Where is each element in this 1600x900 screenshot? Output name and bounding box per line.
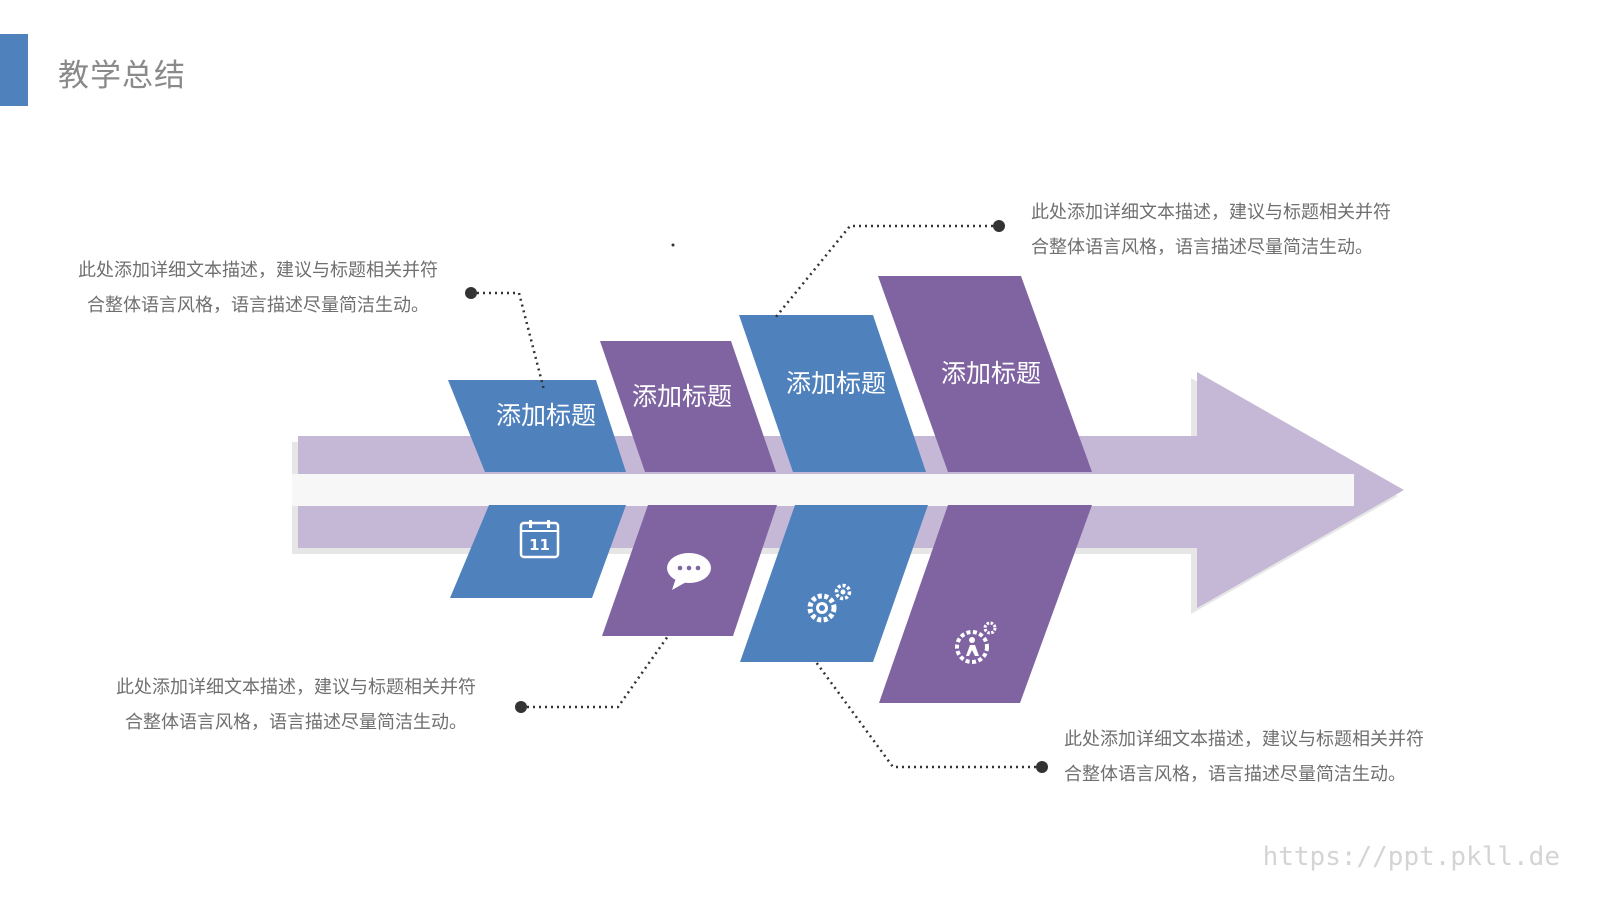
step-2-top-block (600, 341, 776, 472)
connector-top-left (471, 291, 546, 391)
description-line: 合整体语言风格，语言描述尽量简洁生动。 (125, 712, 467, 733)
connector-endpoints (465, 220, 1048, 773)
connectors (471, 224, 1042, 769)
description-top-left: 此处添加详细文本描述，建议与标题相关并符 合整体语言风格，语言描述尽量简洁生动。 (78, 253, 438, 323)
step-3-label: 添加标题 (786, 369, 886, 398)
description-top-right: 此处添加详细文本描述，建议与标题相关并符 合整体语言风格，语言描述尽量简洁生动。 (1031, 195, 1391, 265)
description-line: 此处添加详细文本描述，建议与标题相关并符 (1064, 729, 1424, 750)
connector-top-right (774, 224, 999, 319)
gears-icon (807, 583, 852, 623)
description-line: 此处添加详细文本描述，建议与标题相关并符 (1031, 202, 1391, 223)
step-3-top-block (739, 315, 926, 472)
description-line: 合整体语言风格，语言描述尽量简洁生动。 (87, 295, 429, 316)
main-arrow (292, 372, 1404, 614)
description-line: 合整体语言风格，语言描述尽量简洁生动。 (1031, 237, 1373, 258)
step-2: 添加标题 (600, 341, 777, 636)
step-3-bottom-block (740, 505, 928, 662)
step-2-label: 添加标题 (632, 382, 732, 411)
title-accent-bar (0, 34, 28, 106)
chat-bubble-icon (667, 553, 711, 590)
step-4-label: 添加标题 (941, 359, 1041, 388)
description-line: 此处添加详细文本描述，建议与标题相关并符 (116, 677, 476, 698)
step-1: 添加标题 11 (448, 380, 626, 598)
person-gear-icon (955, 621, 997, 664)
description-line: 此处添加详细文本描述，建议与标题相关并符 (78, 260, 438, 281)
step-4-bottom-block (879, 505, 1092, 703)
description-bottom-right: 此处添加详细文本描述，建议与标题相关并符 合整体语言风格，语言描述尽量简洁生动。 (1064, 722, 1424, 792)
calendar-icon: 11 (519, 520, 560, 559)
step-4-top-block (878, 276, 1092, 472)
watermark: https://ppt.pkll.de (1262, 842, 1560, 872)
description-bottom-left: 此处添加详细文本描述，建议与标题相关并符 合整体语言风格，语言描述尽量简洁生动。 (116, 670, 476, 740)
connector-bottom-left (521, 635, 670, 709)
step-3: 添加标题 (739, 315, 928, 662)
calendar-day: 11 (529, 536, 550, 554)
description-line: 合整体语言风格，语言描述尽量简洁生动。 (1064, 764, 1406, 785)
step-1-label: 添加标题 (496, 401, 596, 430)
page-title: 教学总结 (58, 58, 186, 94)
connector-bottom-right (814, 661, 1042, 769)
step-1-top-block (448, 380, 626, 472)
step-4: 添加标题 (878, 276, 1092, 703)
step-1-bottom-block (450, 505, 626, 598)
